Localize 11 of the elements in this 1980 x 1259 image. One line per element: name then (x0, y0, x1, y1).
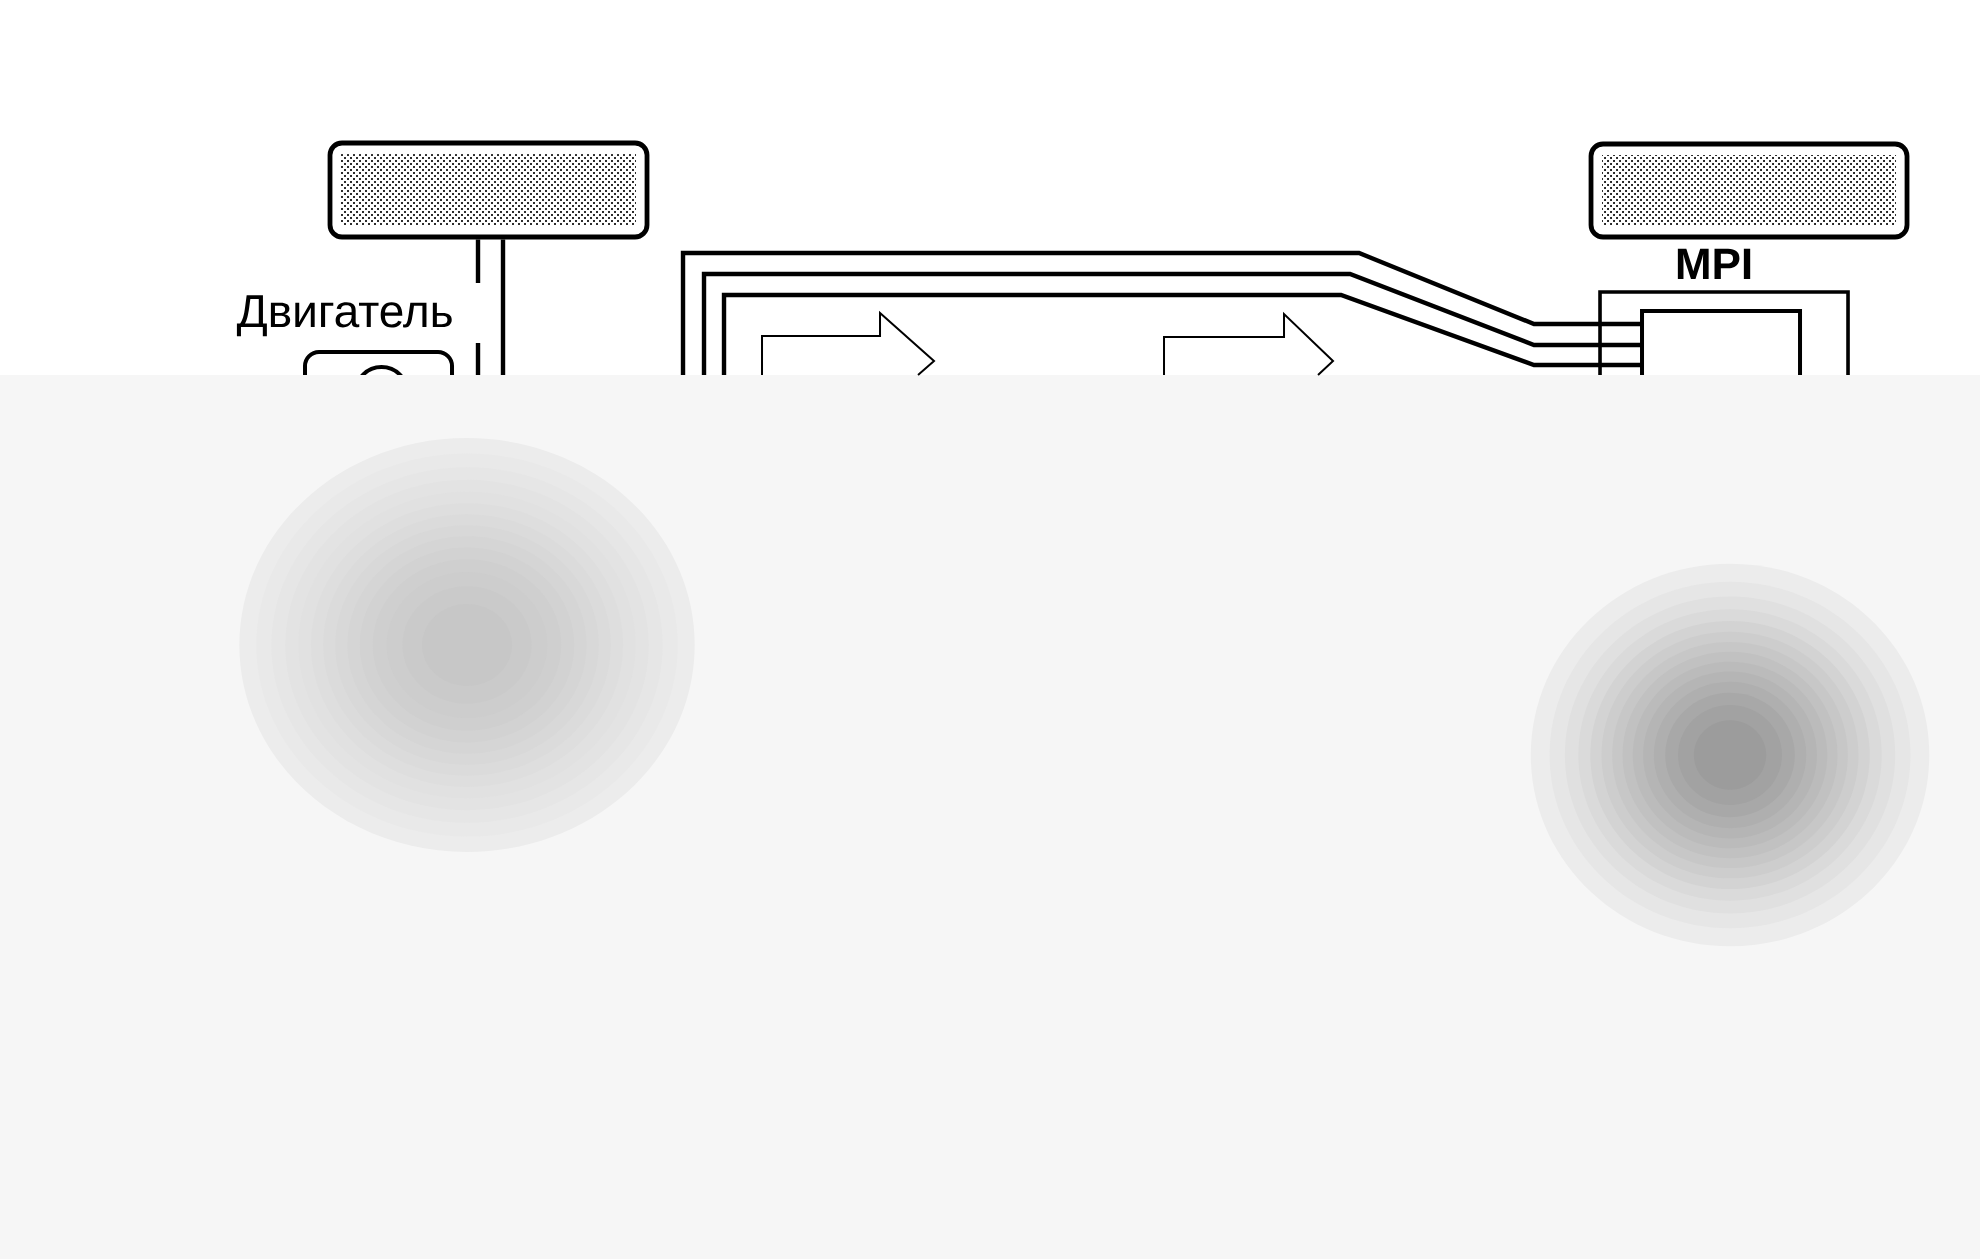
wire (680, 250, 1642, 375)
node-label: Двигатель (236, 295, 452, 337)
unit-box: MPI (1598, 248, 1850, 375)
wire (701, 271, 1642, 375)
engine-box: Двигатель (236, 295, 454, 375)
shaded-box (327, 140, 650, 240)
shaded-box (1588, 141, 1910, 240)
wire (721, 292, 1642, 375)
module-box (1640, 309, 1802, 375)
wire (475, 237, 481, 378)
wire (500, 239, 506, 375)
